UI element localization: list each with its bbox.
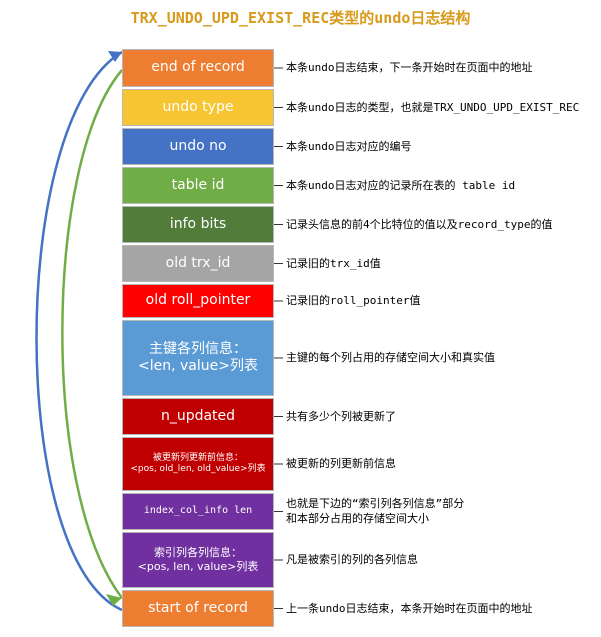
field-description: 本条undo日志结束，下一条开始时在页面中的地址 <box>286 61 533 74</box>
green-pointer-arrow <box>61 69 123 599</box>
field-label: undo no <box>169 137 227 154</box>
field-label: table id <box>171 176 225 193</box>
field-block: info bits <box>122 206 274 243</box>
description-leader-lines <box>274 67 283 609</box>
field-description: 也就是下边的“索引列各列信息”部分 和本部分占用的存储空间大小 <box>286 496 465 526</box>
field-block: undo no <box>122 128 274 165</box>
field-description: 本条undo日志的类型，也就是TRX_UNDO_UPD_EXIST_REC <box>286 100 580 114</box>
blue-pointer-arrow <box>35 50 123 612</box>
green-arrowhead <box>106 594 122 606</box>
field-label: end of record <box>151 59 245 76</box>
blue-arrowhead <box>108 51 122 62</box>
field-block: 被更新列更新前信息： <pos, old_len, old_value>列表 <box>122 437 274 491</box>
field-label: 被更新列更新前信息： <pos, old_len, old_value>列表 <box>130 452 266 474</box>
diagram-title: TRX_UNDO_UPD_EXIST_REC类型的undo日志结构 <box>130 9 471 27</box>
field-label: n_updated <box>160 407 236 424</box>
field-block: 主键各列信息： <len, value>列表 <box>122 320 274 396</box>
field-label: info bits <box>169 215 227 232</box>
field-block: undo type <box>122 89 274 126</box>
field-label: undo type <box>162 98 234 115</box>
field-block: old roll_pointer <box>122 284 274 318</box>
field-description: 记录头信息的前4个比特位的值以及record_type的值 <box>286 217 553 231</box>
field-description: 被更新的列更新前信息 <box>286 457 396 470</box>
field-description: 本条undo日志对应的记录所在表的 table id <box>286 178 516 192</box>
field-label: old roll_pointer <box>145 292 251 309</box>
field-label: 主键各列信息： <len, value>列表 <box>138 340 258 375</box>
field-block: end of record <box>122 49 274 87</box>
field-label: old trx_id <box>165 254 231 271</box>
field-block: old trx_id <box>122 245 274 282</box>
field-description: 主键的每个列占用的存储空间大小和真实值 <box>286 351 495 364</box>
field-description: 凡是被索引的列的各列信息 <box>286 553 418 566</box>
field-block: n_updated <box>122 398 274 435</box>
field-description: 本条undo日志对应的编号 <box>286 139 412 153</box>
field-label: start of record <box>148 599 248 616</box>
field-description: 记录旧的trx_id值 <box>286 256 381 270</box>
field-label: index_col_info len <box>143 505 253 517</box>
field-label: 索引列各列信息： <pos, len, value>列表 <box>137 546 259 573</box>
field-block: table id <box>122 167 274 204</box>
field-block: start of record <box>122 590 274 627</box>
field-description: 上一条undo日志结束，本条开始时在页面中的地址 <box>286 601 533 615</box>
field-description: 记录旧的roll_pointer值 <box>286 294 421 307</box>
field-block: 索引列各列信息： <pos, len, value>列表 <box>122 532 274 588</box>
field-description: 共有多少个列被更新了 <box>286 409 396 423</box>
field-block: index_col_info len <box>122 493 274 530</box>
